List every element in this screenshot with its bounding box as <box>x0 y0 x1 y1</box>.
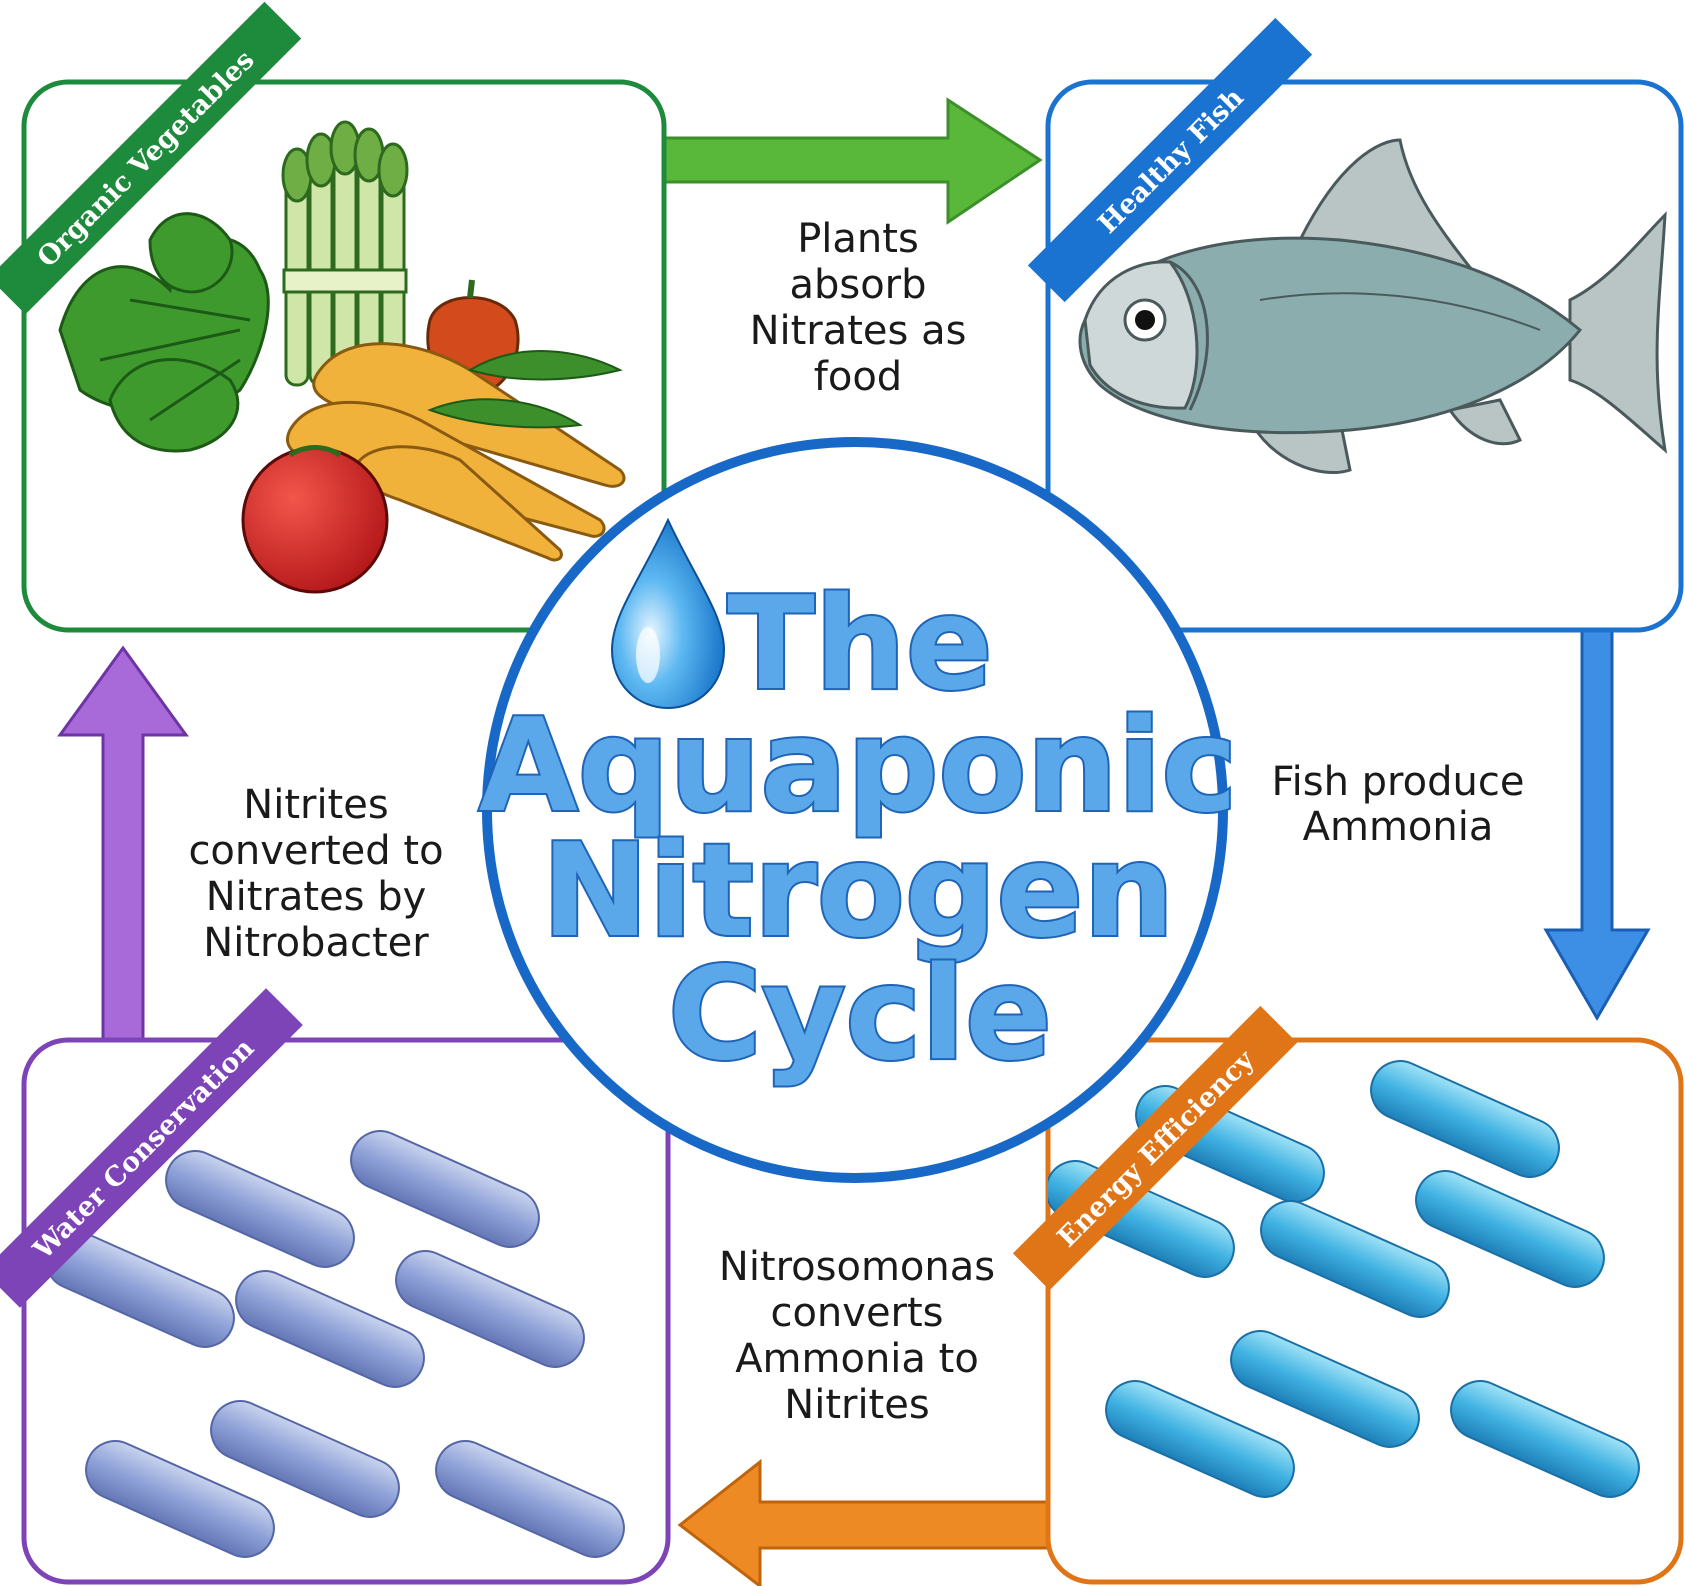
svg-text:Ammonia to: Ammonia to <box>735 1336 979 1382</box>
svg-text:Ammonia: Ammonia <box>1303 804 1494 850</box>
arrow-plants-to-fish <box>662 100 1040 222</box>
label-fish-produce: Fish produce Ammonia <box>1272 759 1525 850</box>
svg-text:absorb: absorb <box>789 262 926 308</box>
svg-text:Nitrites: Nitrites <box>243 782 388 828</box>
svg-text:food: food <box>814 354 902 400</box>
svg-text:Nitrosomonas: Nitrosomonas <box>719 1244 995 1290</box>
svg-text:Nitrites: Nitrites <box>784 1382 929 1428</box>
svg-text:Plants: Plants <box>797 216 919 262</box>
svg-text:converts: converts <box>770 1290 943 1336</box>
arrow-nitrites-to-nitrates <box>60 648 186 1045</box>
svg-text:converted to: converted to <box>188 828 443 874</box>
label-nitrobacter: Nitrites converted to Nitrates by Nitrob… <box>188 782 443 966</box>
svg-text:Nitrobacter: Nitrobacter <box>203 920 429 966</box>
arrow-ammonia-to-nitrites <box>680 1462 1060 1586</box>
label-nitrosomonas: Nitrosomonas converts Ammonia to Nitrite… <box>719 1244 995 1428</box>
svg-text:Fish produce: Fish produce <box>1272 759 1525 805</box>
title-line-4: Cycle <box>668 940 1052 1089</box>
svg-text:Nitrates as: Nitrates as <box>750 308 967 354</box>
label-plants-absorb: Plants absorb Nitrates as food <box>750 216 967 400</box>
svg-text:Nitrates by: Nitrates by <box>206 874 427 920</box>
arrow-fish-to-ammonia <box>1546 628 1648 1018</box>
